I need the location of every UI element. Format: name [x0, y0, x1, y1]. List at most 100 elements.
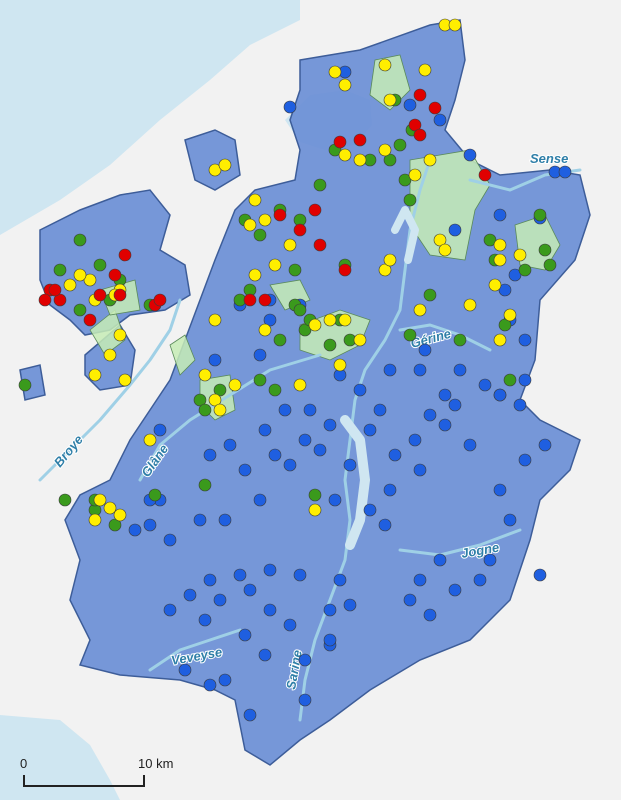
map-point-blue[interactable]	[503, 513, 517, 527]
map-point-blue[interactable]	[263, 603, 277, 617]
map-point-green[interactable]	[518, 263, 532, 277]
map-point-yellow[interactable]	[103, 348, 117, 362]
map-point-blue[interactable]	[363, 503, 377, 517]
map-point-yellow[interactable]	[83, 273, 97, 287]
map-point-blue[interactable]	[448, 398, 462, 412]
map-point-blue[interactable]	[388, 448, 402, 462]
map-point-red[interactable]	[338, 263, 352, 277]
map-point-blue[interactable]	[208, 353, 222, 367]
map-point-green[interactable]	[483, 233, 497, 247]
map-point-yellow[interactable]	[513, 248, 527, 262]
map-point-red[interactable]	[53, 293, 67, 307]
map-point-red[interactable]	[118, 248, 132, 262]
map-point-blue[interactable]	[183, 588, 197, 602]
map-point-blue[interactable]	[238, 628, 252, 642]
map-point-green[interactable]	[18, 378, 32, 392]
map-point-green[interactable]	[73, 233, 87, 247]
map-point-red[interactable]	[478, 168, 492, 182]
map-point-blue[interactable]	[538, 438, 552, 452]
map-point-yellow[interactable]	[208, 163, 222, 177]
map-point-yellow[interactable]	[383, 93, 397, 107]
map-point-blue[interactable]	[303, 403, 317, 417]
map-point-yellow[interactable]	[103, 501, 117, 515]
map-point-green[interactable]	[253, 373, 267, 387]
map-point-red[interactable]	[258, 293, 272, 307]
map-point-green[interactable]	[198, 403, 212, 417]
map-point-blue[interactable]	[263, 313, 277, 327]
map-point-blue[interactable]	[493, 208, 507, 222]
map-point-red[interactable]	[413, 88, 427, 102]
map-point-green[interactable]	[313, 178, 327, 192]
map-point-blue[interactable]	[238, 463, 252, 477]
map-point-blue[interactable]	[218, 673, 232, 687]
map-point-blue[interactable]	[253, 493, 267, 507]
map-point-blue[interactable]	[418, 343, 432, 357]
map-point-yellow[interactable]	[248, 193, 262, 207]
map-point-yellow[interactable]	[118, 373, 132, 387]
map-point-green[interactable]	[403, 193, 417, 207]
map-point-blue[interactable]	[203, 448, 217, 462]
map-point-yellow[interactable]	[438, 243, 452, 257]
map-point-blue[interactable]	[378, 518, 392, 532]
map-point-blue[interactable]	[438, 388, 452, 402]
map-point-blue[interactable]	[353, 383, 367, 397]
map-point-green[interactable]	[393, 138, 407, 152]
map-point-yellow[interactable]	[408, 168, 422, 182]
map-point-red[interactable]	[93, 288, 107, 302]
map-point-red[interactable]	[113, 288, 127, 302]
map-point-blue[interactable]	[453, 363, 467, 377]
map-point-blue[interactable]	[258, 648, 272, 662]
map-point-yellow[interactable]	[218, 158, 232, 172]
map-point-blue[interactable]	[518, 453, 532, 467]
map-point-yellow[interactable]	[338, 148, 352, 162]
map-point-blue[interactable]	[198, 613, 212, 627]
map-point-red[interactable]	[353, 133, 367, 147]
map-point-yellow[interactable]	[283, 238, 297, 252]
map-point-yellow[interactable]	[198, 368, 212, 382]
map-point-yellow[interactable]	[323, 313, 337, 327]
map-point-blue[interactable]	[333, 573, 347, 587]
map-point-green[interactable]	[288, 263, 302, 277]
map-point-blue[interactable]	[283, 458, 297, 472]
map-point-yellow[interactable]	[308, 503, 322, 517]
map-point-blue[interactable]	[323, 633, 337, 647]
map-point-red[interactable]	[428, 101, 442, 115]
map-point-yellow[interactable]	[308, 318, 322, 332]
map-point-blue[interactable]	[473, 573, 487, 587]
map-point-green[interactable]	[503, 373, 517, 387]
map-point-blue[interactable]	[423, 408, 437, 422]
map-point-blue[interactable]	[268, 448, 282, 462]
map-point-blue[interactable]	[283, 618, 297, 632]
map-point-yellow[interactable]	[208, 313, 222, 327]
map-point-blue[interactable]	[433, 553, 447, 567]
map-point-blue[interactable]	[383, 483, 397, 497]
map-point-blue[interactable]	[328, 493, 342, 507]
map-point-green[interactable]	[268, 383, 282, 397]
map-point-green[interactable]	[198, 478, 212, 492]
map-point-yellow[interactable]	[63, 278, 77, 292]
map-point-yellow[interactable]	[228, 378, 242, 392]
map-point-blue[interactable]	[143, 518, 157, 532]
map-point-yellow[interactable]	[143, 433, 157, 447]
map-point-blue[interactable]	[203, 678, 217, 692]
map-point-blue[interactable]	[463, 438, 477, 452]
map-point-green[interactable]	[213, 383, 227, 397]
map-point-blue[interactable]	[508, 268, 522, 282]
map-point-red[interactable]	[313, 238, 327, 252]
map-point-yellow[interactable]	[378, 263, 392, 277]
map-point-green[interactable]	[453, 333, 467, 347]
map-point-yellow[interactable]	[258, 323, 272, 337]
map-point-yellow[interactable]	[493, 238, 507, 252]
map-point-blue[interactable]	[298, 693, 312, 707]
map-point-green[interactable]	[398, 173, 412, 187]
map-point-yellow[interactable]	[88, 368, 102, 382]
map-point-yellow[interactable]	[248, 268, 262, 282]
map-point-green[interactable]	[58, 493, 72, 507]
map-point-blue[interactable]	[298, 653, 312, 667]
map-point-blue[interactable]	[323, 603, 337, 617]
map-point-yellow[interactable]	[88, 513, 102, 527]
map-point-blue[interactable]	[498, 283, 512, 297]
map-point-blue[interactable]	[478, 378, 492, 392]
map-point-red[interactable]	[83, 313, 97, 327]
map-point-green[interactable]	[543, 258, 557, 272]
